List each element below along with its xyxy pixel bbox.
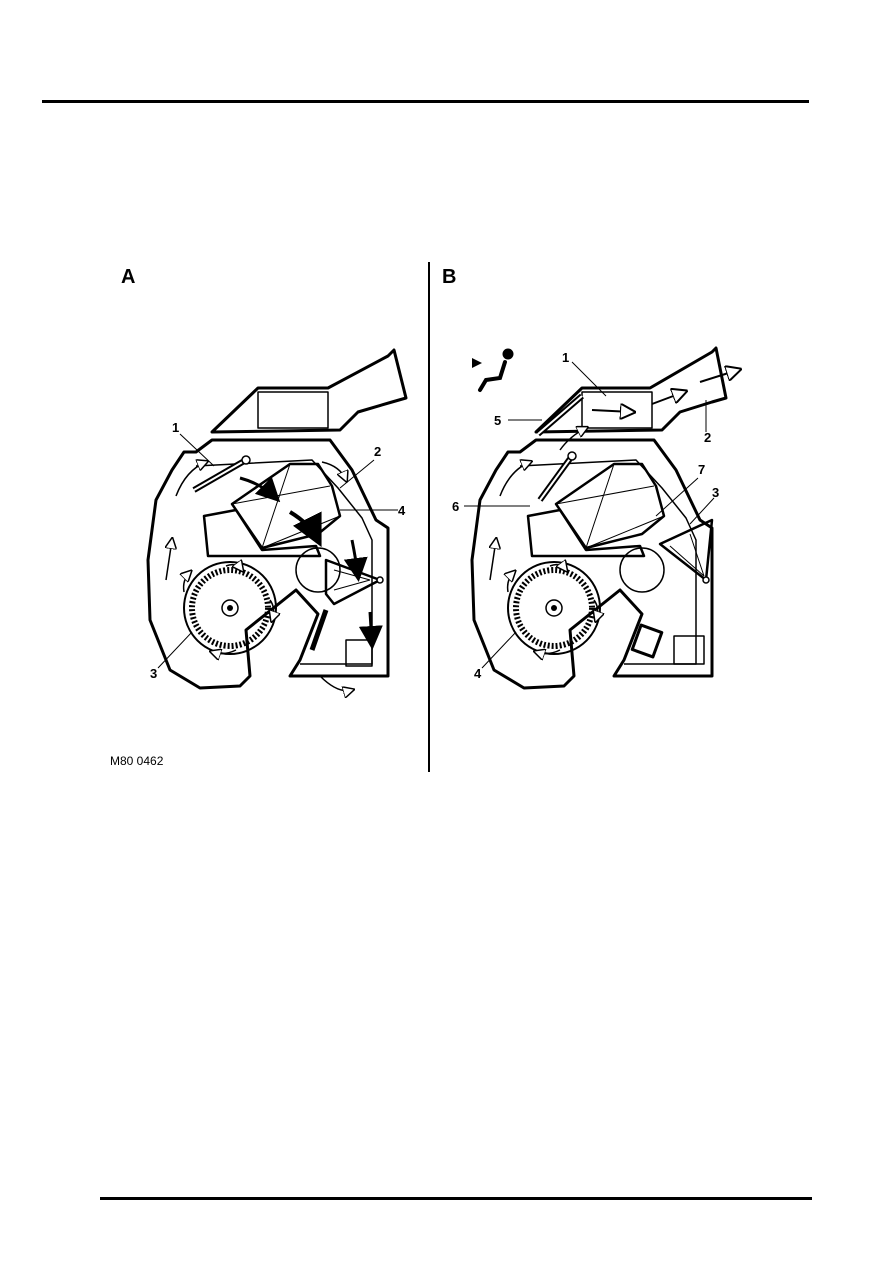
panel-divider xyxy=(428,262,430,772)
panel-b-callouts: 1 2 3 4 5 6 7 xyxy=(452,350,719,681)
panel-b-callout-3: 3 xyxy=(712,485,719,500)
header-rule xyxy=(42,100,809,103)
panel-a-airflow-arrows xyxy=(166,462,383,691)
panel-a-leader-lines xyxy=(157,433,398,669)
footer-rule xyxy=(100,1197,812,1200)
panel-a-callout-4: 4 xyxy=(398,503,406,518)
panel-b-diagram xyxy=(470,346,728,690)
panel-a-callouts: 1 2 3 4 xyxy=(150,420,406,681)
panel-a-upper-duct xyxy=(210,348,408,434)
panel-b-heater-core xyxy=(554,462,666,550)
panel-a-duct-box xyxy=(257,391,329,429)
panel-b-callout-7: 7 xyxy=(698,462,705,477)
panel-a-callout-3: 3 xyxy=(150,666,157,681)
panel-a-blower-outer xyxy=(183,561,277,655)
direction-pointer-icon xyxy=(472,358,482,368)
panel-b-leader-lines xyxy=(464,361,715,669)
panel-b-housing xyxy=(470,438,714,690)
panel-a-letter: A xyxy=(121,266,136,288)
panel-b-callout-6: 6 xyxy=(452,499,459,514)
seated-occupant-icon xyxy=(478,348,514,392)
panel-a-callout-2: 2 xyxy=(374,444,381,459)
panel-b-callout-1: 1 xyxy=(562,350,569,365)
panel-b-airflow-arrows xyxy=(490,370,738,654)
panel-a-housing xyxy=(146,438,390,690)
panel-a-callout-1: 1 xyxy=(172,420,179,435)
panel-b-callout-4: 4 xyxy=(474,666,482,681)
panel-b-blower-ring xyxy=(513,567,595,649)
panel-b-upper-duct xyxy=(534,346,728,434)
panel-a-blower-ring xyxy=(189,567,271,649)
panel-b-blower-outer xyxy=(507,561,601,655)
panel-a-heater-core xyxy=(230,462,342,550)
panel-b-letter: B xyxy=(442,266,457,288)
panel-b-flap-triangle xyxy=(658,518,714,582)
panel-b-callout-5: 5 xyxy=(494,413,501,428)
panel-b-duct-box xyxy=(581,391,653,429)
panel-b-callout-2: 2 xyxy=(704,430,711,445)
figure-code: M80 0462 xyxy=(110,754,164,768)
